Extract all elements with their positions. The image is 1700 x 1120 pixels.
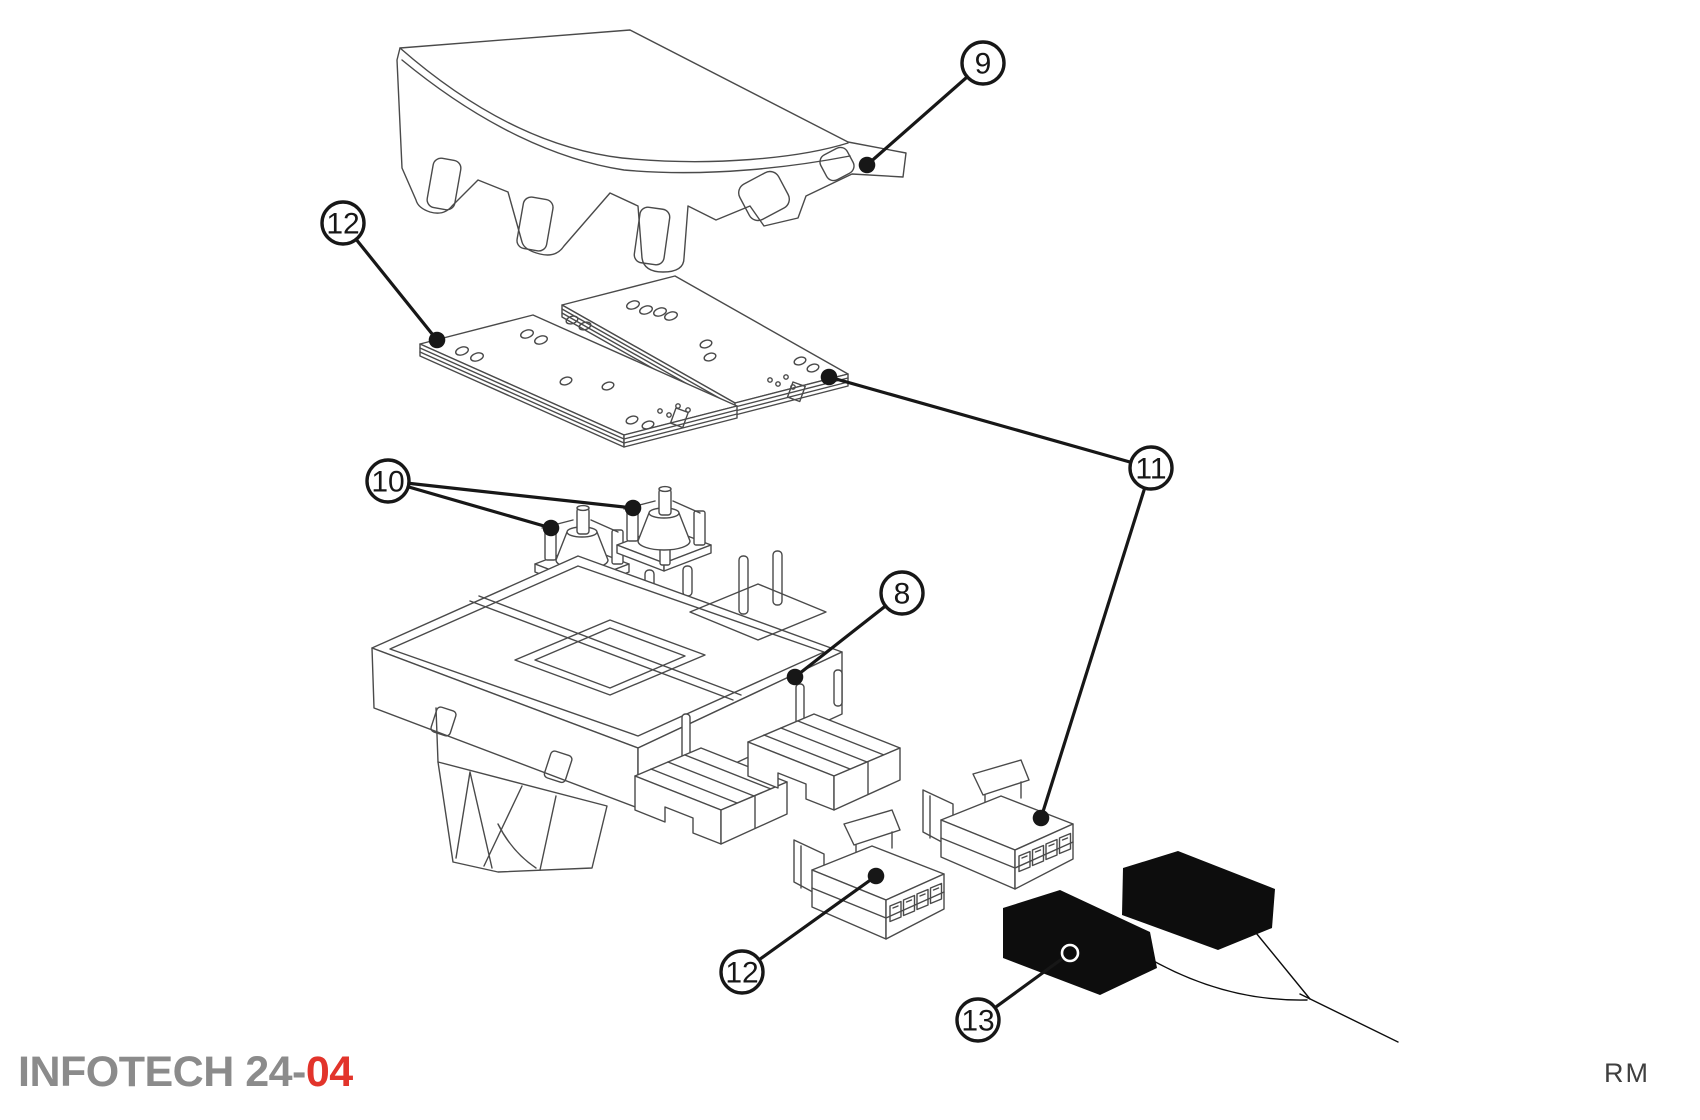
leader-line-12 xyxy=(741,874,877,974)
callout-balloon-9: 9 xyxy=(960,40,1006,86)
callout-circle-12 xyxy=(320,200,366,246)
callout-number-11: 11 xyxy=(1135,453,1166,486)
leader-line-12 xyxy=(341,221,439,342)
leader-dot-11 xyxy=(1032,809,1050,827)
brand-logo: INFOTECH 24-04 xyxy=(18,1048,353,1097)
callout-balloon-13: 13 xyxy=(955,997,1001,1043)
leader-line-10 xyxy=(387,479,552,530)
fuse-box-base-part xyxy=(371,550,901,873)
brand-logo-text: INFOTECH 24- xyxy=(18,1048,306,1096)
leader-dot-8 xyxy=(786,668,804,686)
leader-line-11 xyxy=(1039,467,1153,819)
callout-circle-11 xyxy=(1128,445,1174,491)
callout-balloon-12: 12 xyxy=(719,949,765,995)
callout-circle-12 xyxy=(719,949,765,995)
callout-number-10: 10 xyxy=(371,466,404,499)
leader-line-11 xyxy=(828,375,1152,470)
leader-line-9 xyxy=(865,61,985,167)
callout-balloon-8: 8 xyxy=(879,570,925,616)
leader-dot-9 xyxy=(858,156,876,174)
cover-part xyxy=(396,29,907,273)
leader-line-10 xyxy=(387,479,634,510)
author-initials: RM xyxy=(1604,1058,1650,1088)
wire-harness-part xyxy=(1003,851,1399,1043)
callout-balloon-12: 12 xyxy=(320,200,366,246)
callout-number-8: 8 xyxy=(894,578,911,611)
callout-number-12: 12 xyxy=(326,208,359,241)
callouts-layer: 9 12 10 8 11 12 13 xyxy=(320,40,1174,1043)
leader-dot-12 xyxy=(428,331,446,349)
leader-dot-10 xyxy=(624,499,642,517)
connector-11-part xyxy=(922,759,1074,890)
callout-circle-9 xyxy=(960,40,1006,86)
callout-number-9: 9 xyxy=(975,48,992,81)
mounting-plates-part xyxy=(419,275,849,448)
callout-circle-10 xyxy=(365,458,411,504)
leader-dot-12 xyxy=(867,867,885,885)
brand-logo-accent: 04 xyxy=(305,1048,353,1096)
callout-circle-8 xyxy=(879,570,925,616)
leader-ring-13 xyxy=(1060,943,1080,963)
callout-number-12: 12 xyxy=(725,957,758,990)
callout-balloon-10: 10 xyxy=(365,458,411,504)
callout-circle-13 xyxy=(955,997,1001,1043)
callout-balloon-11: 11 xyxy=(1128,445,1174,491)
leader-dot-11 xyxy=(820,368,838,386)
callout-number-13: 13 xyxy=(961,1005,994,1038)
leader-dot-10 xyxy=(542,519,560,537)
